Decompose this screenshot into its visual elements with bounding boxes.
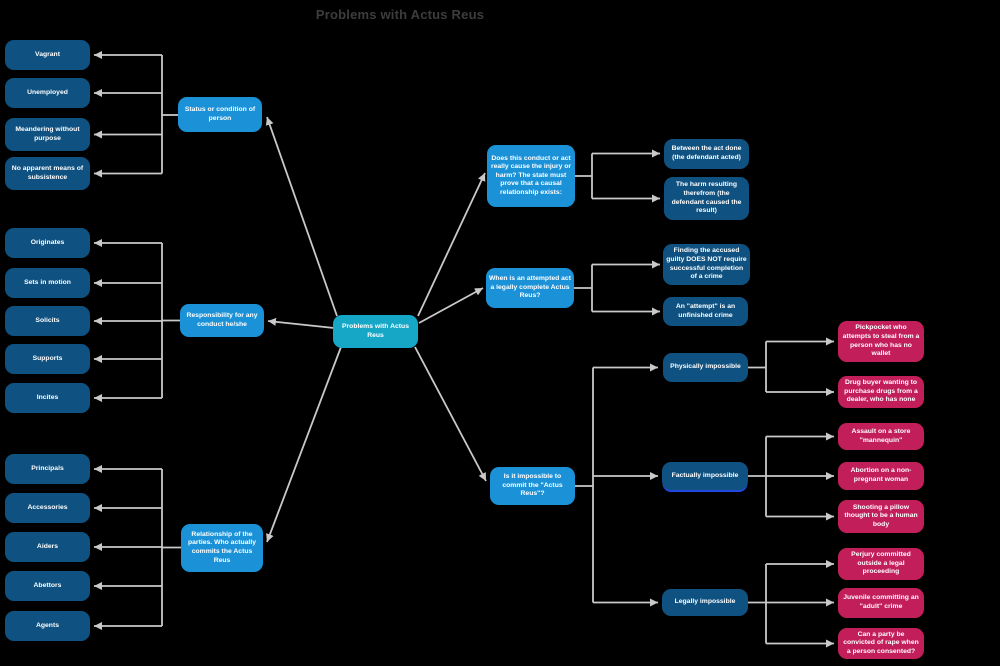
- node-legally-impossible[interactable]: Legally impossible: [662, 589, 748, 616]
- node-physically-impossible[interactable]: Physically impossible: [663, 353, 748, 382]
- node-agents[interactable]: Agents: [5, 611, 90, 641]
- node-factually-impossible[interactable]: Factually impossible: [662, 462, 748, 490]
- edge-center-status: [265, 116, 338, 317]
- node-rape-consent-example[interactable]: Can a party be convicted of rape when a …: [838, 628, 924, 659]
- node-impossible-question[interactable]: Is it impossible to commit the "Actus Re…: [490, 467, 575, 505]
- node-accessories[interactable]: Accessories: [5, 493, 90, 523]
- node-perjury-example[interactable]: Perjury committed outside a legal procee…: [838, 548, 924, 580]
- node-originates[interactable]: Originates: [5, 228, 90, 258]
- node-incites[interactable]: Incites: [5, 383, 90, 413]
- node-drug-buyer-example[interactable]: Drug buyer wanting to purchase drugs fro…: [838, 376, 924, 408]
- node-finding-accused-guilty[interactable]: Finding the accused guilty DOES NOT requ…: [663, 244, 750, 285]
- node-principals[interactable]: Principals: [5, 454, 90, 484]
- edge-center-attempted: [418, 287, 484, 324]
- node-abortion-example[interactable]: Abortion on a non-pregnant woman: [838, 462, 924, 490]
- edge-center-impossible: [414, 346, 487, 482]
- node-juvenile-example[interactable]: Juvenile committing an "adult" crime: [838, 588, 924, 618]
- node-center-problems-with-actus-reus[interactable]: Problems with Actus Reus: [333, 315, 418, 348]
- node-responsibility-for-conduct[interactable]: Responsibility for any conduct he/she: [180, 304, 264, 337]
- node-supports[interactable]: Supports: [5, 344, 90, 374]
- node-shooting-pillow-example[interactable]: Shooting a pillow thought to be a human …: [838, 500, 924, 533]
- node-assault-mannequin-example[interactable]: Assault on a store "mannequin": [838, 423, 924, 450]
- node-abettors[interactable]: Abettors: [5, 571, 90, 601]
- node-aiders[interactable]: Aiders: [5, 532, 90, 562]
- node-no-apparent-means[interactable]: No apparent means of subsistence: [5, 157, 90, 190]
- node-attempted-act-question[interactable]: When is an attempted act a legally compl…: [486, 268, 574, 308]
- node-between-act-done[interactable]: Between the act done (the defendant acte…: [664, 139, 749, 169]
- node-meandering-without-purpose[interactable]: Meandering without purpose: [5, 118, 90, 151]
- node-attempt-unfinished-crime[interactable]: An "attempt" is an unfinished crime: [663, 297, 748, 326]
- node-sets-in-motion[interactable]: Sets in motion: [5, 268, 90, 298]
- node-pickpocket-example[interactable]: Pickpocket who attempts to steal from a …: [838, 321, 924, 362]
- node-unemployed[interactable]: Unemployed: [5, 78, 90, 108]
- node-causal-relationship-question[interactable]: Does this conduct or act really cause th…: [487, 145, 575, 207]
- edge-center-causal: [417, 172, 486, 317]
- diagram-title: Problems with Actus Reus: [315, 7, 485, 22]
- node-status-or-condition[interactable]: Status or condition of person: [178, 97, 262, 132]
- node-solicits[interactable]: Solicits: [5, 306, 90, 336]
- node-relationship-of-parties[interactable]: Relationship of the parties. Who actuall…: [181, 524, 263, 572]
- node-vagrant[interactable]: Vagrant: [5, 40, 90, 70]
- node-harm-resulting[interactable]: The harm resulting therefrom (the defend…: [664, 177, 749, 220]
- edge-center-relationship: [266, 346, 342, 543]
- edge-center-responsibility: [267, 317, 335, 329]
